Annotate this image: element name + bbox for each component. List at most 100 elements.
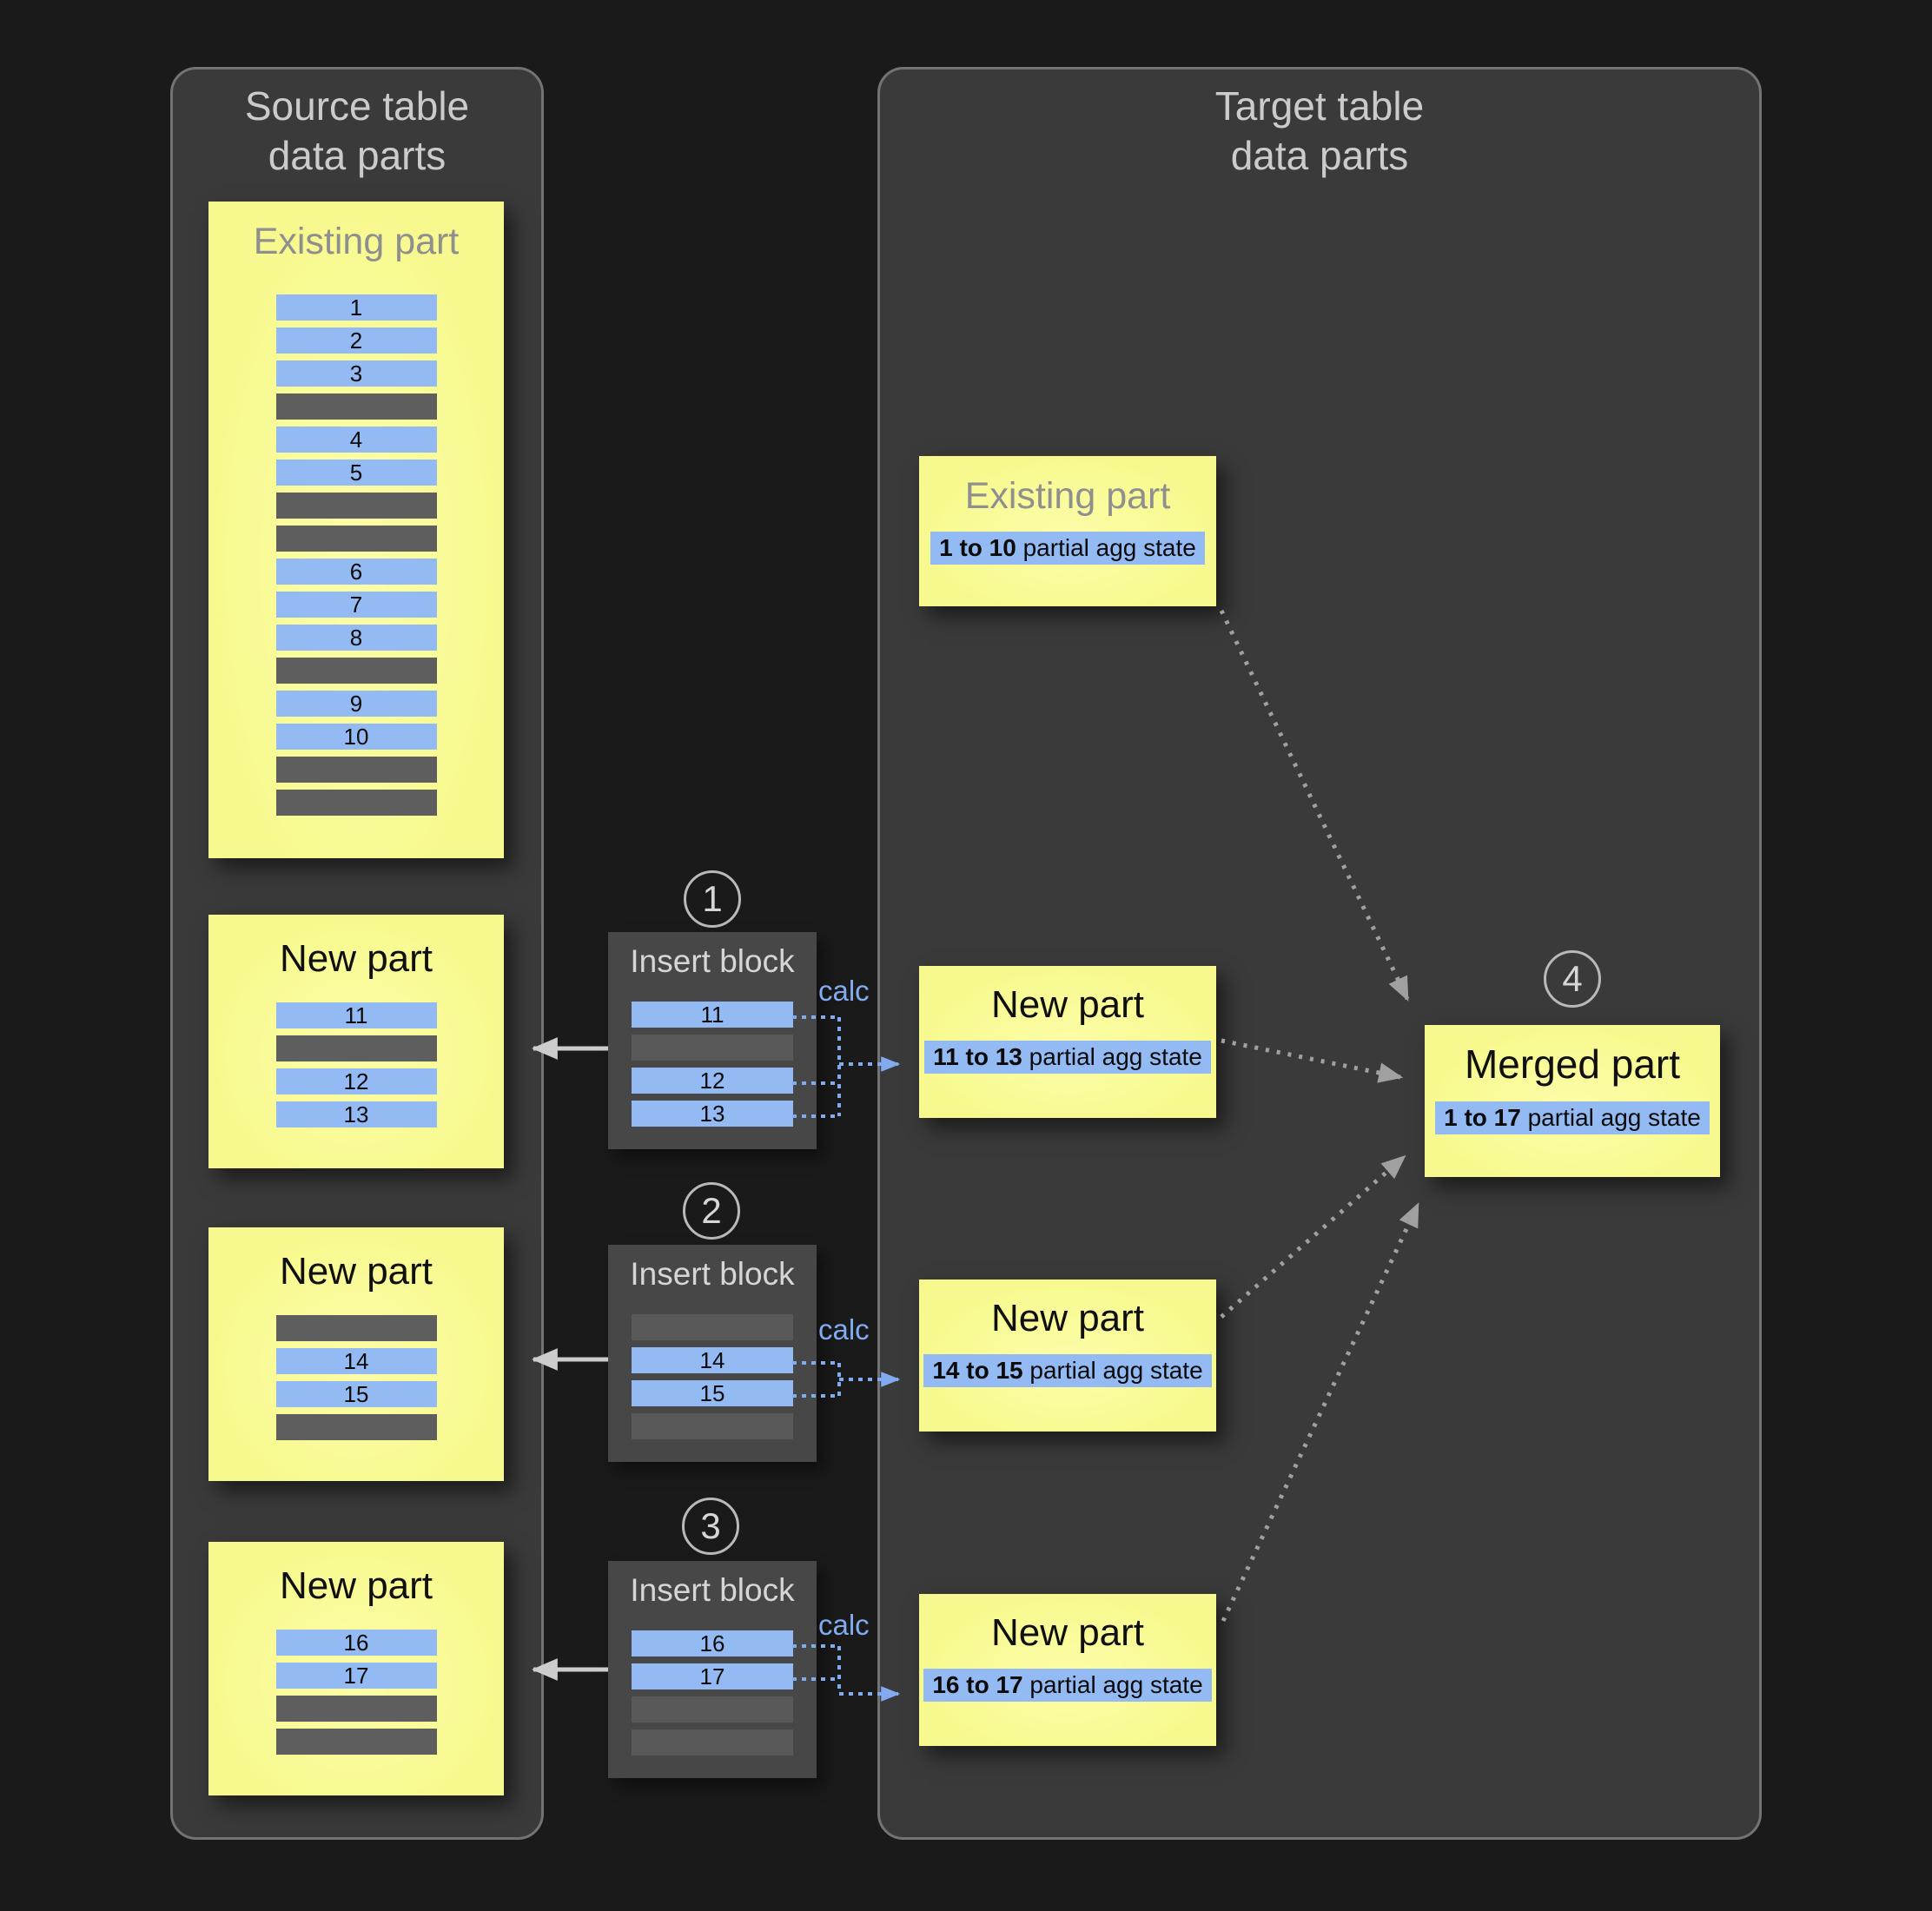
- step-2-circle: 2: [683, 1182, 740, 1240]
- data-row: 17: [632, 1663, 793, 1689]
- state-label: partial agg state: [1022, 534, 1196, 561]
- filler-row: [275, 790, 437, 816]
- target-new-part-1: New part 11 to 13 partial agg state: [919, 966, 1216, 1118]
- filler-row: [275, 757, 437, 783]
- state-range: 1 to 10: [939, 534, 1016, 561]
- data-row: 10: [275, 724, 437, 750]
- source-existing-part: Existing part 1 2 3 4 5 6 7 8 9 10: [208, 202, 504, 858]
- state-range: 11 to 13: [933, 1043, 1022, 1070]
- filler-row: [275, 526, 437, 552]
- step-3-circle: 3: [682, 1498, 739, 1555]
- insert-block-2-title: Insert block: [630, 1256, 795, 1292]
- data-row: 9: [275, 691, 437, 717]
- filler-row: [275, 1035, 437, 1061]
- step-4-circle: 4: [1544, 950, 1601, 1008]
- target-new-part-2-title: New part: [990, 1297, 1145, 1339]
- target-new-part-3-state-badge: 16 to 17 partial agg state: [923, 1669, 1212, 1702]
- data-row: 1: [275, 294, 437, 321]
- filler-row: [632, 1413, 793, 1439]
- data-row: 13: [632, 1101, 793, 1127]
- data-row: 7: [275, 592, 437, 618]
- state-label: partial agg state: [1029, 1043, 1202, 1070]
- calc-label-2: calc: [818, 1313, 870, 1346]
- state-range: 16 to 17: [932, 1671, 1023, 1698]
- data-row: 12: [632, 1068, 793, 1094]
- filler-row: [632, 1314, 793, 1340]
- target-merged-part-state-badge: 1 to 17 partial agg state: [1435, 1101, 1710, 1134]
- target-panel-title: Target table data parts: [880, 82, 1759, 181]
- data-row: 16: [632, 1630, 793, 1656]
- insert-block-1-title: Insert block: [630, 943, 795, 979]
- data-row: 16: [275, 1630, 437, 1656]
- data-row: 12: [275, 1068, 437, 1094]
- filler-row: [275, 1696, 437, 1722]
- target-new-part-3-title: New part: [990, 1611, 1145, 1654]
- target-existing-part-state-badge: 1 to 10 partial agg state: [930, 532, 1205, 565]
- source-panel-title: Source table data parts: [173, 82, 541, 181]
- filler-row: [632, 1035, 793, 1061]
- target-new-part-1-title: New part: [990, 983, 1145, 1026]
- target-panel-title-line1: Target table: [1214, 83, 1425, 129]
- data-row: 4: [275, 427, 437, 453]
- state-label: partial agg state: [1029, 1671, 1203, 1698]
- calc-label-3: calc: [818, 1609, 870, 1641]
- state-label: partial agg state: [1527, 1104, 1701, 1131]
- filler-row: [275, 658, 437, 684]
- filler-row: [632, 1729, 793, 1756]
- state-range: 14 to 15: [932, 1357, 1023, 1384]
- insert-to-source-arrows: [531, 1037, 608, 1681]
- insert-block-3-title: Insert block: [630, 1572, 795, 1608]
- target-panel-title-line2: data parts: [1230, 133, 1409, 178]
- data-row: 14: [275, 1348, 437, 1374]
- target-new-part-2-state-badge: 14 to 15 partial agg state: [923, 1354, 1212, 1387]
- source-panel-title-line1: Source table: [244, 83, 470, 129]
- target-merged-part-title: Merged part: [1464, 1041, 1680, 1087]
- insert-block-1: Insert block 11 12 13: [608, 932, 817, 1149]
- insert-block-1-rows: 11 12 13: [632, 1002, 793, 1127]
- data-row: 15: [275, 1381, 437, 1407]
- target-table-panel: Target table data parts: [877, 67, 1762, 1840]
- data-row: 11: [632, 1002, 793, 1028]
- target-new-part-3: New part 16 to 17 partial agg state: [919, 1594, 1216, 1746]
- source-new-part-3-title: New part: [279, 1564, 433, 1607]
- source-new-part-1-title: New part: [279, 937, 433, 980]
- data-row: 6: [275, 559, 437, 585]
- data-row: 3: [275, 360, 437, 387]
- data-row: 17: [275, 1663, 437, 1689]
- source-existing-part-title: Existing part: [253, 221, 460, 262]
- filler-row: [632, 1696, 793, 1723]
- filler-row: [275, 1414, 437, 1440]
- step-1-circle: 1: [684, 870, 741, 928]
- state-label: partial agg state: [1029, 1357, 1203, 1384]
- filler-row: [275, 1729, 437, 1755]
- source-existing-part-rows: 1 2 3 4 5 6 7 8 9 10: [275, 294, 437, 816]
- data-row: 15: [632, 1380, 793, 1406]
- source-panel-title-line2: data parts: [268, 133, 447, 178]
- state-range: 1 to 17: [1444, 1104, 1521, 1131]
- filler-row: [275, 493, 437, 519]
- target-existing-part: Existing part 1 to 10 partial agg state: [919, 456, 1216, 606]
- data-row: 5: [275, 460, 437, 486]
- target-new-part-2: New part 14 to 15 partial agg state: [919, 1280, 1216, 1432]
- calc-label-1: calc: [818, 975, 870, 1007]
- target-new-part-1-state-badge: 11 to 13 partial agg state: [924, 1041, 1211, 1074]
- target-existing-part-title: Existing part: [964, 475, 1171, 517]
- source-new-part-2-title: New part: [279, 1250, 433, 1293]
- filler-row: [275, 1315, 437, 1341]
- data-row: 13: [275, 1101, 437, 1127]
- data-row: 2: [275, 327, 437, 354]
- data-row: 8: [275, 625, 437, 651]
- target-merged-part: Merged part 1 to 17 partial agg state: [1425, 1025, 1720, 1177]
- data-row: 14: [632, 1347, 793, 1373]
